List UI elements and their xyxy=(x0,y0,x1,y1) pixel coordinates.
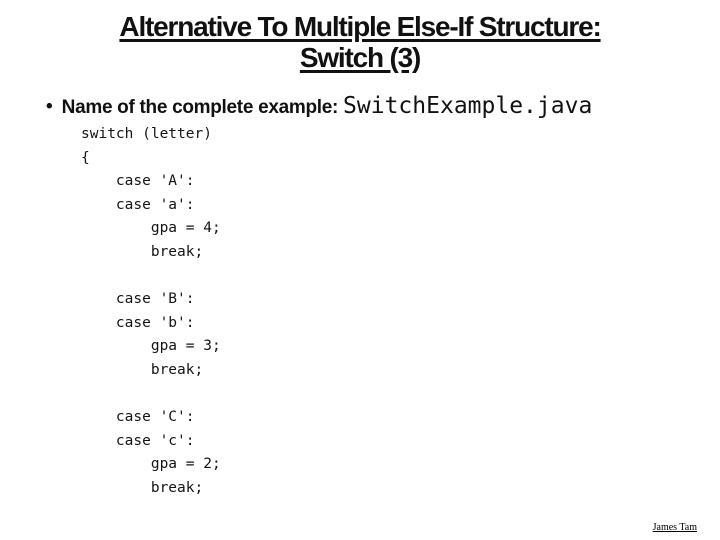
footer-author: James Tam xyxy=(652,522,697,533)
bullet-label: Name of the complete example: xyxy=(61,97,339,118)
bullet-marker: • xyxy=(46,96,53,117)
bullet-item: • Name of the complete example:SwitchExam… xyxy=(46,93,592,119)
code-block: switch (letter) { case 'A': case 'a': gp… xyxy=(81,126,221,496)
bullet-inline-code: SwitchExample.java xyxy=(343,93,593,119)
slide-title-line-2: Switch (3) xyxy=(299,42,421,73)
slide-title-line-1: Alternative To Multiple Else-If Structur… xyxy=(119,11,601,42)
slide-title: Alternative To Multiple Else-If Structur… xyxy=(0,11,720,73)
